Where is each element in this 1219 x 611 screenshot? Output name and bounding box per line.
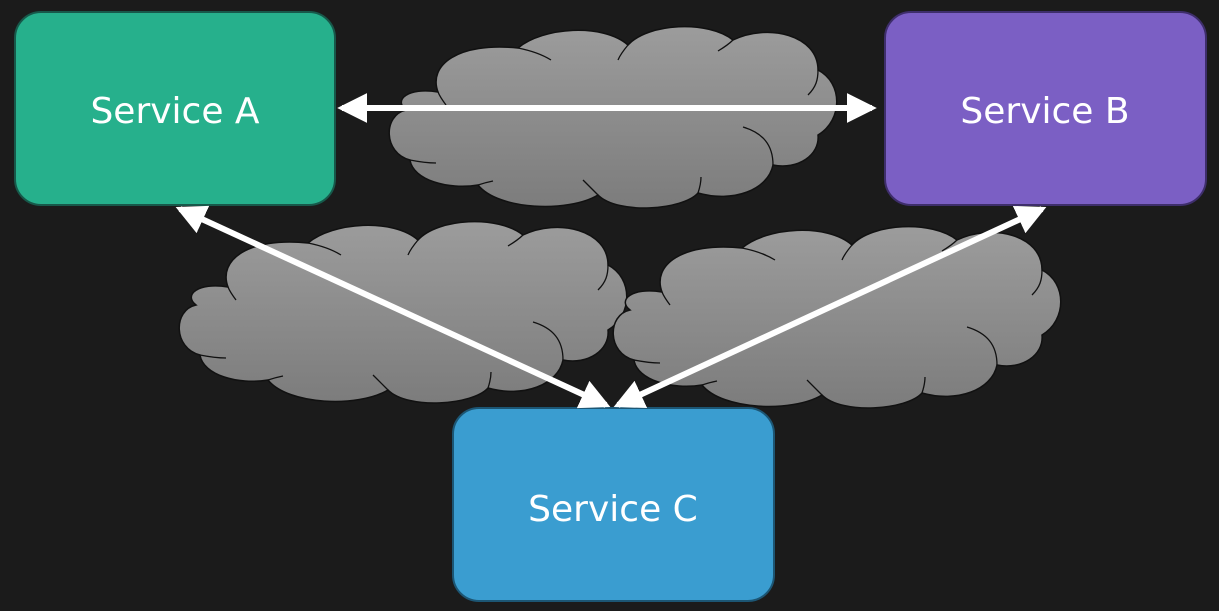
cloud-contour (477, 180, 494, 186)
connection-b-c-arrow (613, 205, 1047, 409)
service-c-node[interactable]: Service C (452, 407, 775, 602)
cloud-contour (409, 159, 437, 164)
service-a-node[interactable]: Service A (14, 11, 336, 206)
service-b-label: Service B (960, 91, 1129, 132)
cloud-shape (612, 225, 1062, 409)
cloud-contour (717, 39, 734, 52)
service-c-label: Service C (528, 489, 698, 530)
cloud-contour (517, 47, 552, 61)
cloud-contour (582, 179, 599, 196)
service-a-label: Service A (90, 91, 259, 132)
cloud-contour (742, 126, 774, 166)
network-cloud-ab (388, 25, 838, 209)
connection-a-c-arrow (175, 205, 611, 409)
cloud-contour (617, 44, 629, 61)
service-b-node[interactable]: Service B (884, 11, 1207, 206)
network-cloud-bc (612, 225, 1062, 409)
cloud-contour (697, 176, 702, 194)
cloud-shape (388, 25, 838, 209)
